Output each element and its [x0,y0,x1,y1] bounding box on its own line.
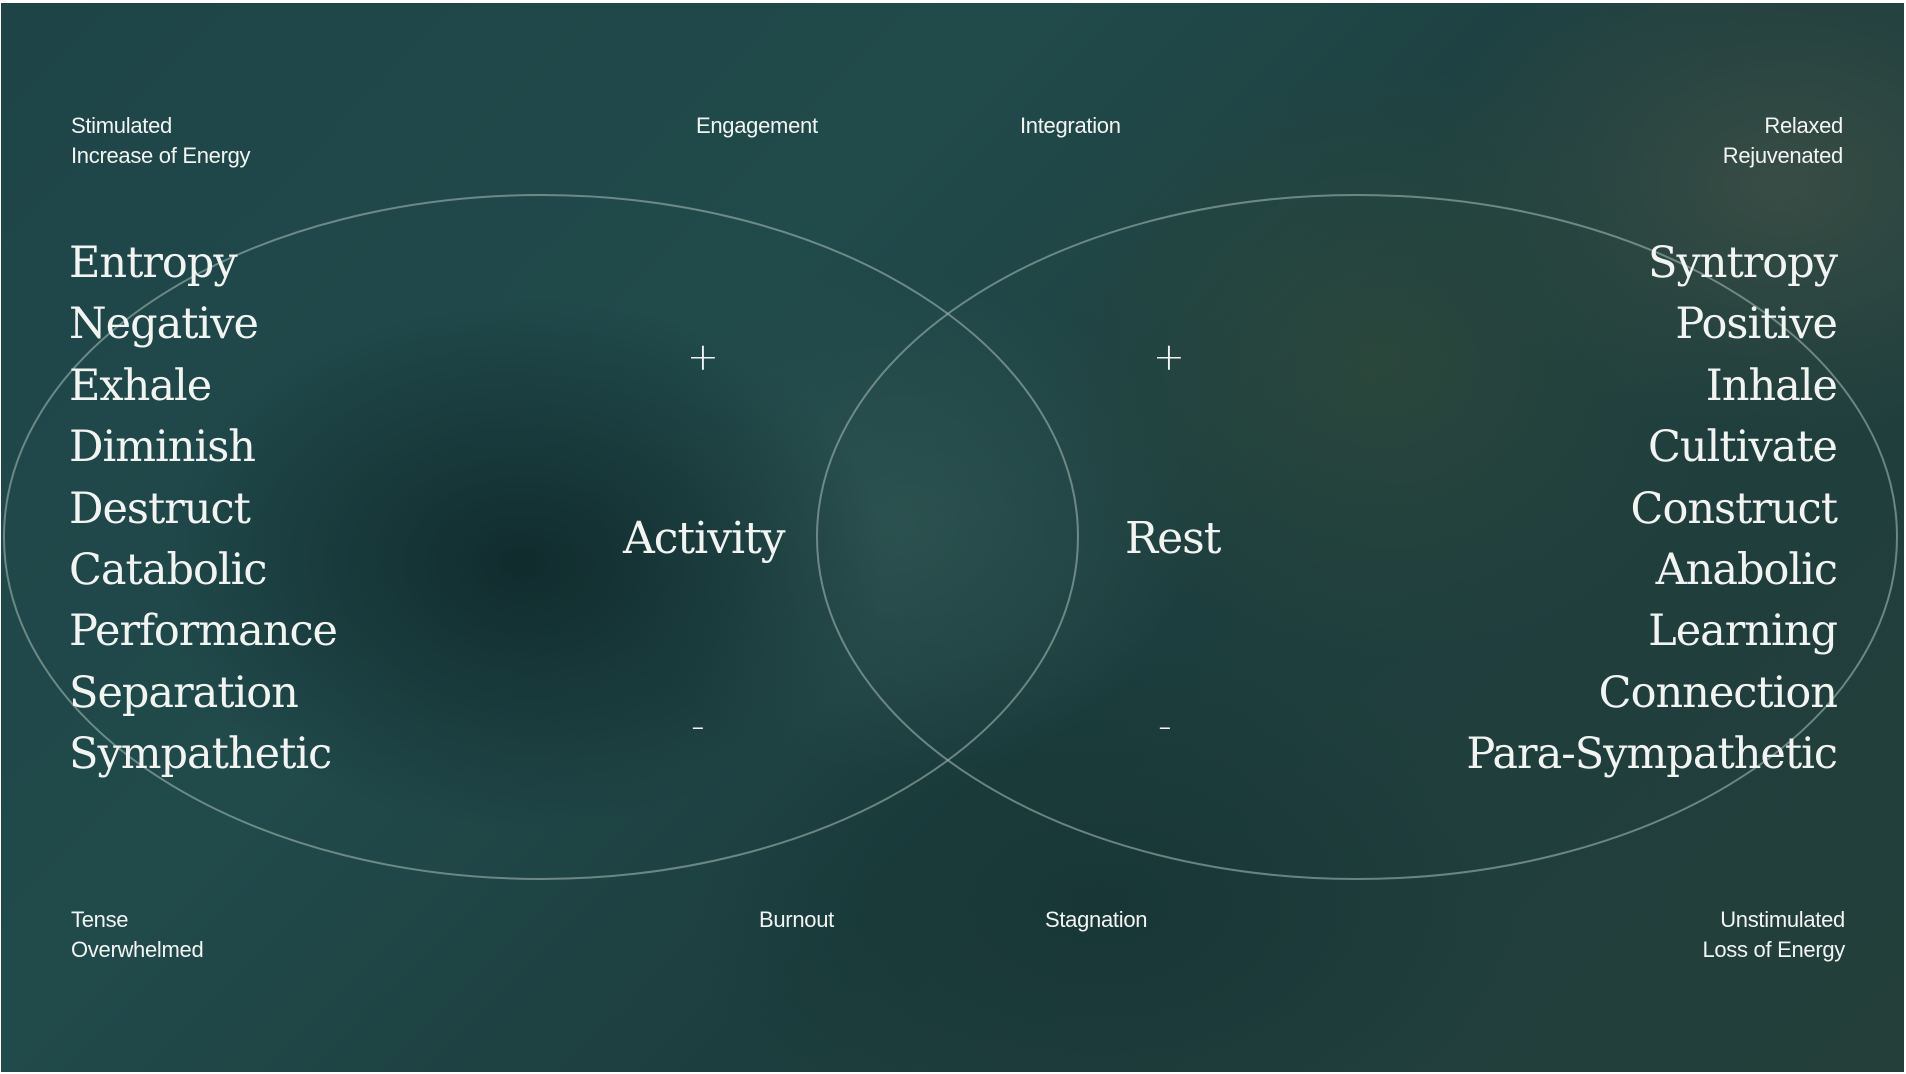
engagement-label: Engagement [696,113,818,138]
caption-line: Unstimulated [1720,907,1845,932]
list-item: Entropy [69,238,238,288]
list-item: Anabolic [1655,545,1838,596]
list-item: Learning [1648,606,1838,657]
list-item: Inhale [1705,360,1838,411]
list-item: Cultivate [1647,422,1838,473]
integration-label: Integration [1020,113,1121,138]
list-item: Sympathetic [69,729,332,780]
rest-minus-sign: - [1158,704,1172,748]
list-item: Negative [69,299,259,350]
caption-line: Increase of Energy [71,143,251,168]
entropy-word-list: Entropy Negative Exhale Diminish Destruc… [69,233,338,786]
caption-line: Relaxed [1764,113,1843,138]
stagnation-label: Stagnation [1045,907,1148,932]
list-item: Para-Sympathetic [1466,729,1838,780]
caption-line: Tense [71,907,129,932]
activity-label: Activity [623,513,786,564]
list-item: Destruct [69,483,251,534]
list-item: Syntropy [1648,238,1838,288]
list-item: Exhale [69,360,212,411]
list-item: Separation [69,667,299,718]
list-item: Catabolic [69,545,267,596]
activity-plus-sign: + [687,335,719,379]
burnout-label: Burnout [759,907,834,932]
rest-plus-sign: + [1153,335,1185,379]
venn-diagram [3,194,1898,880]
rest-label: Rest [1125,513,1221,564]
list-item: Connection [1598,667,1838,718]
list-item: Construct [1630,483,1838,534]
bottom-right-caption: Unstimulated Loss of Energy [1702,905,1845,965]
caption-line: Overwhelmed [71,937,204,962]
caption-line: Loss of Energy [1702,937,1845,962]
syntropy-word-list: Syntropy Positive Inhale Cultivate Const… [1466,233,1838,786]
list-item: Performance [69,606,338,657]
bottom-left-caption: Tense Overwhelmed [71,905,204,965]
diagram-panel: Stimulated Increase of Energy Relaxed Re… [1,3,1904,1072]
top-right-caption: Relaxed Rejuvenated [1722,111,1844,171]
list-item: Positive [1675,299,1838,350]
caption-line: Stimulated [71,113,172,138]
top-left-caption: Stimulated Increase of Energy [71,111,251,171]
caption-line: Rejuvenated [1722,143,1844,168]
activity-circle [3,194,1079,880]
rest-circle [816,194,1898,880]
list-item: Diminish [69,422,256,473]
activity-minus-sign: - [691,704,705,748]
